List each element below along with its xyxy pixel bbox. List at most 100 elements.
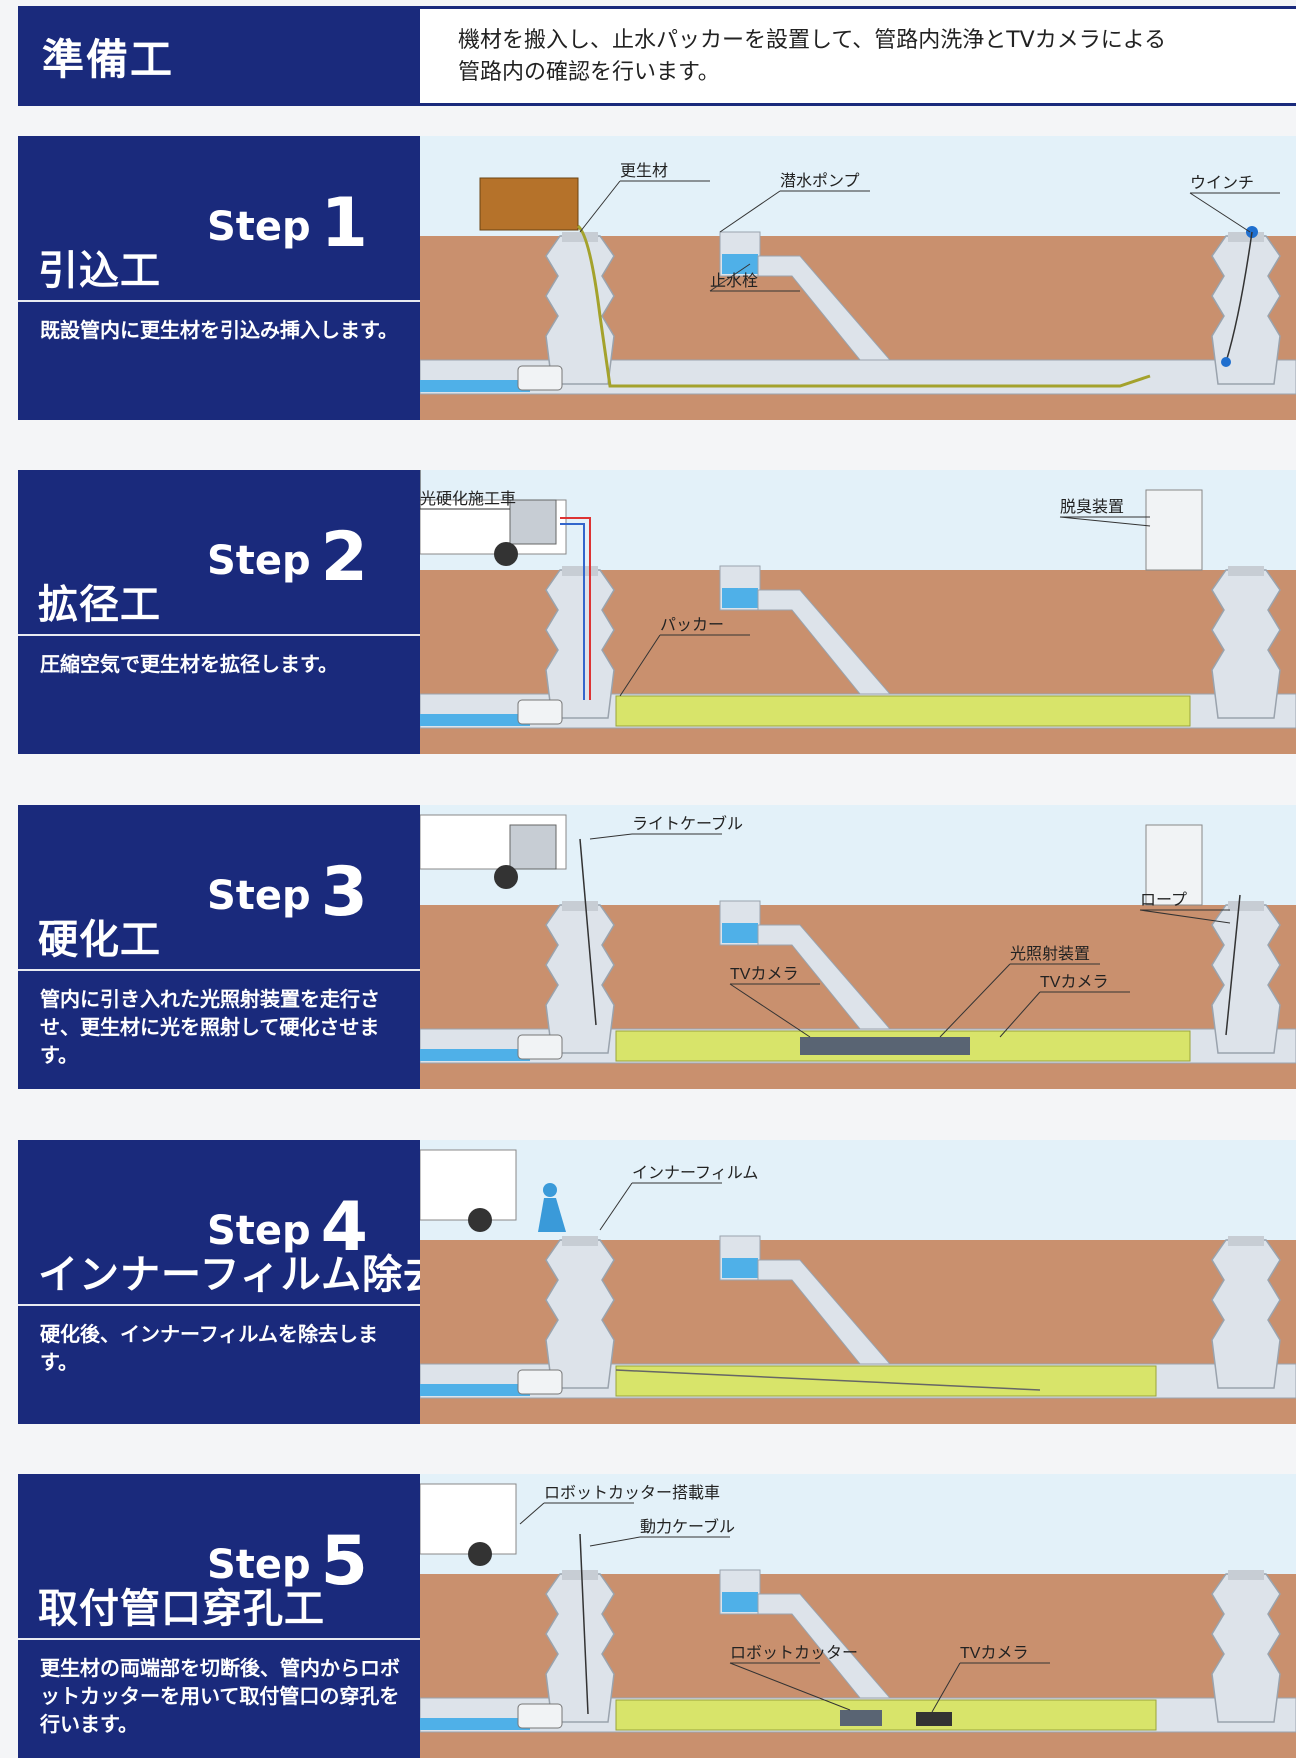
callout-label-2: 動力ケーブル	[640, 1517, 735, 1536]
expanded-liner	[615, 695, 1191, 727]
liner-tube	[615, 1699, 1157, 1731]
manhole-right	[1211, 901, 1281, 1054]
pit-water	[722, 588, 758, 608]
step-word-label: Step	[206, 1208, 311, 1254]
pit-water	[722, 1258, 758, 1278]
lateral-pipe	[757, 924, 892, 1030]
stop-packer	[517, 1369, 563, 1395]
van-wheel	[468, 1208, 492, 1232]
callout-label-1-leader	[579, 180, 621, 233]
callout-label-4-leader	[931, 1662, 961, 1713]
callout-label-4: ウインチ	[1190, 174, 1254, 192]
pit-water	[722, 1592, 758, 1612]
winch-cable	[1225, 231, 1253, 363]
callout-label-1-leader	[519, 1502, 545, 1525]
step-description: 更生材の両端部を切断後、管内からロボットカッターを用いて取付管口の穿孔を行います…	[40, 1656, 400, 1736]
callout-label-3: 光照射装置	[1010, 945, 1090, 963]
callout-label-4-leader	[729, 983, 811, 1038]
air-hose-red	[560, 517, 591, 700]
stop-packer	[517, 365, 563, 391]
step-title: 硬化工	[38, 917, 161, 963]
robot-cutter	[840, 1710, 882, 1726]
tv-camera-unit	[916, 1712, 952, 1726]
callout-label-1-leader	[599, 1182, 633, 1231]
divider	[18, 1304, 420, 1306]
callout-label-3-leader	[939, 963, 1011, 1038]
light-irradiator	[800, 1037, 970, 1055]
step-title: 引込工	[38, 248, 161, 294]
step-word-label: Step	[206, 538, 311, 584]
step-number-digit: 2	[320, 518, 368, 597]
callout-label-5-leader	[999, 991, 1041, 1038]
step-number-digit: 4	[320, 1188, 368, 1267]
manhole-right	[1211, 1570, 1281, 1723]
worker-body	[538, 1198, 566, 1232]
callout-label-1-leader	[589, 833, 633, 840]
cured-liner	[615, 1365, 1157, 1397]
callout-label-3-leader	[619, 634, 661, 697]
deodorizer-unit	[1145, 489, 1203, 571]
stop-packer	[517, 1703, 563, 1729]
manhole-left	[545, 232, 615, 385]
sewer-water	[420, 1049, 530, 1061]
header-title: 準備工	[18, 6, 420, 106]
lateral-pipe	[757, 589, 892, 695]
construction-illustration: インナーフィルム	[420, 1140, 1296, 1424]
construction-illustration: 光硬化施工車脱臭装置パッカー	[420, 470, 1296, 754]
callout-label-2-leader	[589, 1536, 641, 1547]
sewer-water	[420, 1718, 530, 1730]
callout-label-2-leader	[719, 190, 781, 233]
lateral-pipe	[757, 1593, 892, 1699]
truck-box	[509, 824, 557, 870]
callout-label-3-leader	[729, 1662, 851, 1711]
callout-label-1: ライトケーブル	[632, 814, 743, 833]
callout-label-2: 潜水ポンプ	[780, 172, 860, 190]
truck-wheel	[494, 865, 518, 889]
step-description: 既設管内に更生材を引込み挿入します。	[40, 318, 398, 342]
callout-label-1: インナーフィルム	[632, 1165, 758, 1182]
liner-box	[479, 177, 579, 231]
manhole-right	[1211, 232, 1281, 385]
manhole-right	[1211, 566, 1281, 719]
step-description: 圧縮空気で更生材を拡径します。	[40, 652, 338, 676]
callout-label-1: ロボットカッター搭載車	[544, 1484, 720, 1502]
truck-box	[509, 499, 557, 545]
callout-label-5: TVカメラ	[1040, 974, 1108, 991]
step-number-digit: 5	[320, 1522, 368, 1601]
callout-label-3: パッカー	[660, 617, 724, 634]
callout-label-3-leader	[709, 263, 751, 292]
air-hose-blue	[560, 523, 585, 700]
divider	[18, 300, 420, 302]
header-description-line-2: 管路内の確認を行います。	[458, 60, 720, 85]
van	[420, 1149, 517, 1221]
callout-label-2: ロープ	[1140, 891, 1187, 909]
truck-wheel	[494, 542, 518, 566]
step-title: 取付管口穿孔工	[38, 1586, 325, 1632]
step-word-label: Step	[206, 204, 311, 250]
sky	[420, 1474, 1296, 1574]
stop-packer	[517, 1034, 563, 1060]
manhole-left	[545, 1570, 615, 1723]
callout-label-3: ロボットカッター	[730, 1644, 858, 1662]
rope-line	[1225, 894, 1241, 1036]
callout-label-4: TVカメラ	[960, 1645, 1028, 1662]
inner-film-edge	[615, 1369, 1041, 1391]
sewer-water	[420, 1384, 530, 1396]
power-cable	[579, 1533, 589, 1715]
callout-label-1: 更生材	[620, 162, 668, 180]
header-description: 機材を搬入し、止水パッカーを設置して、管路内洗浄とTVカメラによる 管路内の確認…	[420, 6, 1296, 106]
